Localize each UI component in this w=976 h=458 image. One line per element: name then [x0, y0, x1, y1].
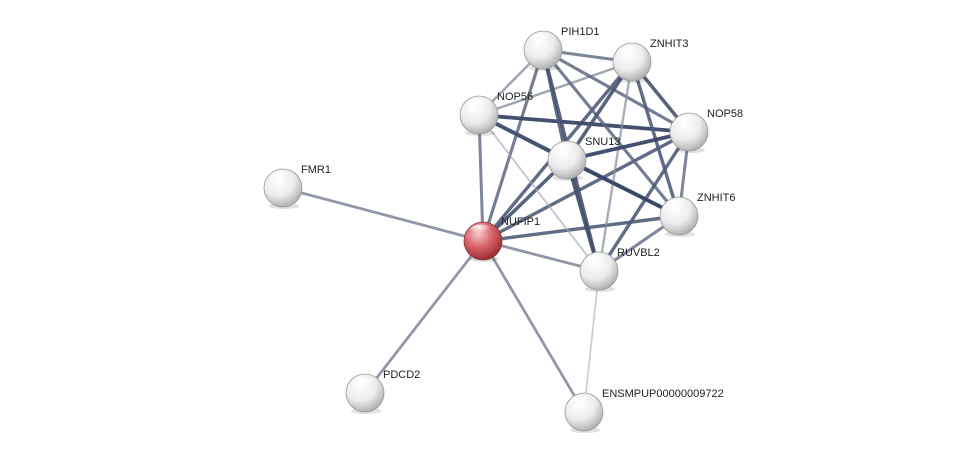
- node-label-fmr1: FMR1: [301, 164, 331, 176]
- node-pdcd2[interactable]: PDCD2: [345, 369, 420, 414]
- node-highlight: [469, 224, 493, 237]
- node-highlight: [675, 115, 699, 128]
- node-highlight: [529, 33, 553, 46]
- edge-znhit3-snu13[interactable]: [565, 60, 634, 162]
- node-label-pdcd2: PDCD2: [383, 369, 420, 381]
- node-ensmpup00000009722[interactable]: ENSMPUP00000009722: [564, 388, 724, 433]
- edge-znhit3-ruvbl2[interactable]: [597, 60, 634, 273]
- node-label-nop56: NOP56: [497, 91, 533, 103]
- node-highlight: [465, 98, 489, 111]
- node-highlight: [553, 143, 577, 156]
- edge-nufip1-pdcd2[interactable]: [363, 239, 485, 395]
- node-label-snu13: SNU13: [585, 136, 620, 148]
- edge-nufip1-znhit6[interactable]: [481, 214, 681, 243]
- edge-nufip1-pih1d1[interactable]: [481, 48, 545, 243]
- node-label-nufip1: NUFIP1: [501, 216, 540, 228]
- node-highlight: [269, 171, 293, 184]
- node-snu13[interactable]: SNU13: [547, 136, 620, 181]
- edge-nop58-snu13[interactable]: [565, 130, 691, 162]
- edge-pih1d1-nop58[interactable]: [541, 48, 691, 134]
- edge-nufip1-ensmpup00000009722[interactable]: [481, 239, 586, 414]
- edge-nufip1-snu13[interactable]: [481, 158, 569, 243]
- node-highlight: [618, 45, 642, 58]
- node-pih1d1[interactable]: PIH1D1: [523, 26, 600, 71]
- edge-nufip1-fmr1[interactable]: [281, 186, 485, 243]
- edge-pih1d1-znhit6[interactable]: [541, 48, 681, 218]
- node-highlight: [585, 254, 609, 267]
- node-znhit3[interactable]: ZNHIT3: [612, 38, 689, 83]
- node-nop58[interactable]: NOP58: [669, 108, 743, 153]
- node-label-nop58: NOP58: [707, 108, 743, 120]
- edge-snu13-znhit6[interactable]: [565, 158, 681, 218]
- edge-nop56-znhit3[interactable]: [477, 60, 634, 117]
- edge-nop56-ruvbl2[interactable]: [478, 114, 600, 272]
- edge-nufip1-ruvbl2[interactable]: [481, 239, 601, 273]
- node-label-znhit6: ZNHIT6: [697, 192, 736, 204]
- node-fmr1[interactable]: FMR1: [263, 164, 331, 209]
- node-label-ensmpup00000009722: ENSMPUP00000009722: [602, 388, 724, 400]
- node-highlight: [351, 376, 375, 389]
- node-highlight: [570, 395, 594, 408]
- edge-nufip1-nop56[interactable]: [477, 113, 485, 243]
- edge-ensmpup00000009722-ruvbl2[interactable]: [583, 270, 600, 413]
- node-nop56[interactable]: NOP56: [459, 91, 533, 136]
- node-nufip1[interactable]: NUFIP1: [463, 216, 540, 262]
- node-highlight: [665, 199, 689, 212]
- node-label-ruvbl2: RUVBL2: [617, 247, 660, 259]
- edge-nop58-ruvbl2[interactable]: [597, 130, 691, 273]
- node-ruvbl2[interactable]: RUVBL2: [579, 247, 660, 292]
- node-label-znhit3: ZNHIT3: [650, 38, 689, 50]
- edge-nufip1-nop58[interactable]: [481, 130, 691, 243]
- node-label-pih1d1: PIH1D1: [561, 26, 600, 38]
- node-znhit6[interactable]: ZNHIT6: [659, 192, 736, 237]
